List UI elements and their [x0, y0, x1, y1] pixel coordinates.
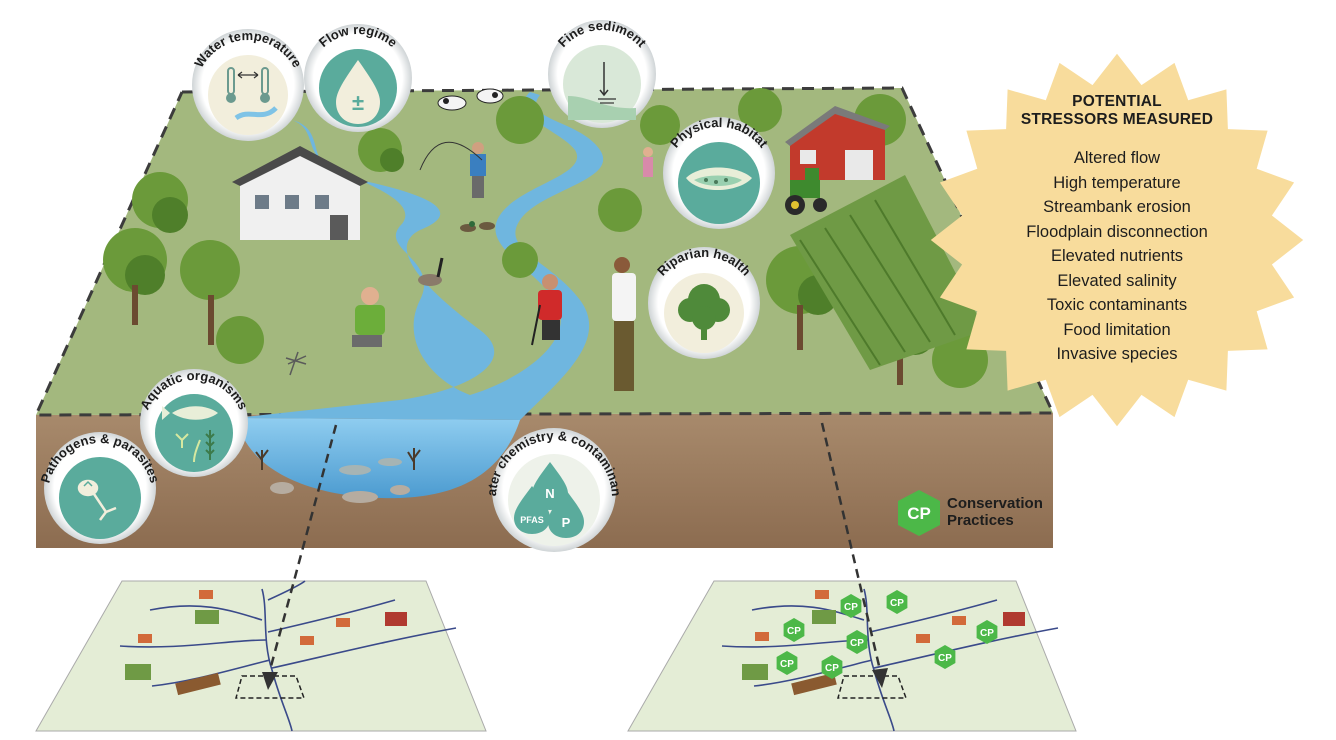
stressors-title-line1: POTENTIAL	[1072, 93, 1162, 110]
nitrogen-label: N	[545, 486, 554, 501]
cp-hex-marker	[840, 594, 862, 618]
chemistry-drops-icon: N PFAS P	[514, 462, 584, 538]
dragonfly	[285, 351, 307, 376]
flow-regime-badge: ± Flow regime	[304, 22, 412, 132]
stressor-item: Elevated nutrients	[1050, 247, 1184, 265]
cows	[437, 88, 504, 111]
rocks	[270, 482, 410, 503]
habitat-icon	[686, 167, 752, 191]
stressors-panel: POTENTIAL STRESSORS MEASURED Altered flo…	[958, 60, 1276, 420]
cp-hex-marker	[846, 630, 868, 654]
mini-map-right: CP CP CP CP CP CP CP CP	[627, 580, 1077, 732]
stressor-item: Floodplain disconnection	[1026, 222, 1208, 241]
phosphorus-label: P	[562, 515, 571, 530]
birds	[418, 221, 495, 286]
fine-sediment-badge: Fine sediment	[548, 18, 656, 128]
parasite-icon	[77, 479, 117, 521]
house	[232, 146, 368, 240]
tractor	[785, 168, 827, 215]
thermometer-icon	[226, 67, 278, 121]
field-outline	[33, 86, 1056, 417]
physical-habitat-badge: Physical habitat	[663, 115, 775, 229]
stressors-title: POTENTIAL STRESSORS MEASURED	[958, 93, 1276, 129]
stressor-item: High temperature	[1053, 173, 1181, 192]
water-drop-icon: ±	[336, 60, 380, 124]
barn	[785, 106, 890, 180]
stressors-title-line2: STRESSORS MEASURED	[1020, 111, 1214, 128]
cp-hex-marker	[934, 645, 956, 669]
underwater-fish	[339, 458, 402, 475]
cp-hex-marker-label: CP	[780, 659, 794, 670]
stressor-item: Invasive species	[1056, 345, 1178, 363]
cp-hex-marker-label: CP	[938, 653, 952, 664]
mini-map-left	[35, 580, 487, 732]
stressor-item: Food limitation	[1063, 320, 1171, 339]
cp-hex-marker-label: CP	[787, 626, 801, 637]
stressors-list: Altered flow High temperature Streambank…	[958, 146, 1276, 367]
tree-icon	[678, 284, 730, 340]
stressor-item: Altered flow	[1073, 149, 1161, 167]
cp-hex-icon: CP	[898, 490, 940, 536]
water-temperature-badge: Water temperature	[191, 28, 305, 141]
cp-legend-line1: Conservation	[947, 495, 1043, 512]
stressor-item: Elevated salinity	[1057, 271, 1177, 290]
underground-water	[236, 418, 520, 499]
cp-hex-marker	[821, 655, 843, 679]
connector-arrows	[268, 422, 882, 671]
sediment-icon	[568, 62, 636, 120]
corn-rows	[799, 199, 956, 366]
cp-legend-line2: Practices	[947, 512, 1014, 529]
stressor-item: Streambank erosion	[1043, 198, 1191, 216]
pfas-label: PFAS	[520, 515, 544, 525]
conservation-practices-legend: CP Conservation Practices	[895, 488, 1075, 538]
cp-hex-marker	[976, 620, 998, 644]
cp-hex-marker-label: CP	[890, 598, 904, 609]
cp-hex-marker-label: CP	[980, 628, 994, 639]
fish-icon	[162, 406, 218, 463]
cp-hex-group: CP CP CP CP CP CP CP CP	[776, 590, 998, 679]
svg-text:±: ±	[352, 90, 364, 115]
corn-field	[790, 175, 985, 370]
cp-hex-marker	[886, 590, 908, 614]
cp-hex-marker-label: CP	[825, 663, 839, 674]
stressor-starburst	[930, 53, 1304, 427]
cp-hex-marker-label: CP	[844, 602, 858, 613]
cp-hex-label: CP	[907, 504, 931, 523]
cp-hex-marker-label: CP	[850, 638, 864, 649]
cp-legend-text: Conservation Practices	[947, 495, 1043, 529]
riparian-health-badge: Riparian health	[648, 245, 760, 359]
cp-hex-marker	[783, 618, 805, 642]
cp-hex-marker	[776, 651, 798, 675]
underwater-plants	[255, 448, 421, 470]
arrow-head-left	[262, 672, 278, 690]
stressor-item: Toxic contaminants	[1046, 296, 1188, 314]
people	[352, 141, 653, 391]
arrow-head-right	[872, 668, 888, 688]
